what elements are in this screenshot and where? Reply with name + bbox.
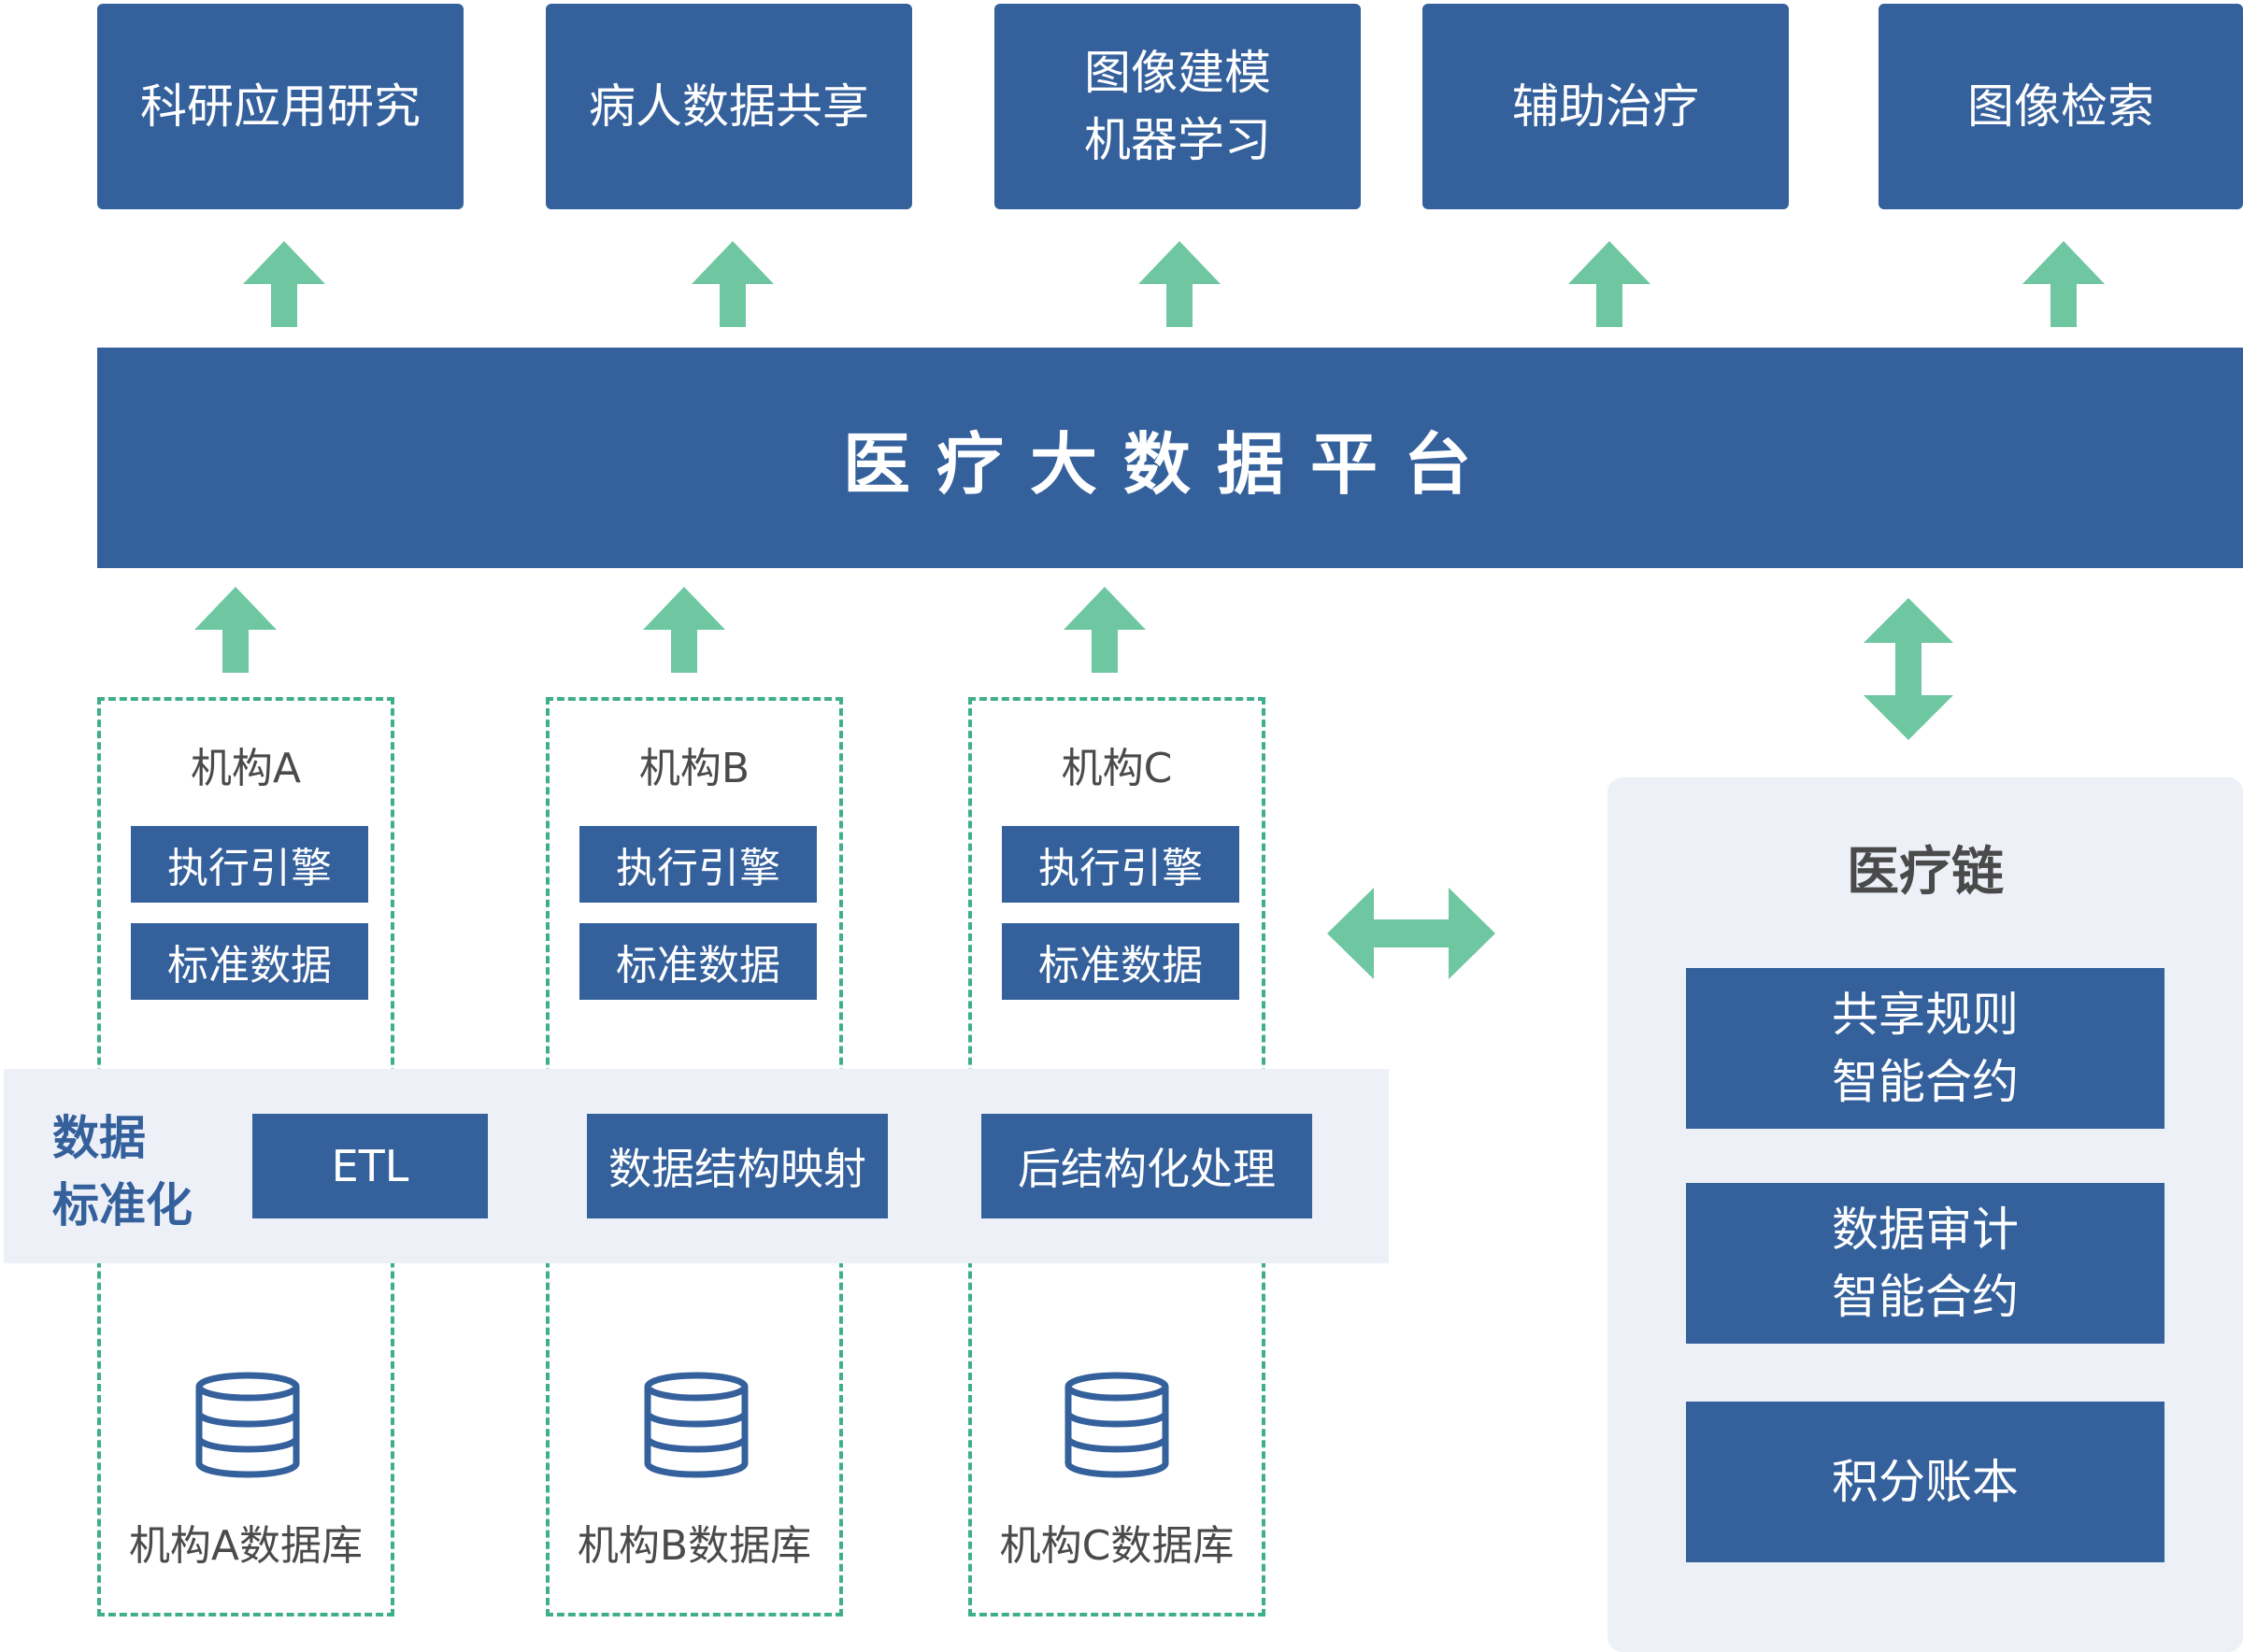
standard-data-c: 标准数据 [1002,923,1239,1000]
arrow-up-icon [1568,241,1650,327]
chain-box-label-line2: 智能合约 [1832,1270,2019,1324]
chain-box-label: 积分账本 [1832,1455,2019,1509]
app-box-label: 图像建模 [1084,46,1271,100]
chain-box-label: 共享规则 [1832,988,2019,1042]
platform-label: 医疗大数据平台 [842,424,1497,504]
chip-label: 执行引擎 [167,845,332,892]
app-box-label: 辅助治疗 [1512,79,1699,134]
data-audit-contract-box: 数据审计 智能合约 [1686,1183,2164,1344]
chain-box-label-line2: 智能合约 [1832,1055,2019,1109]
standardization-label: 数据 标准化 [52,1104,193,1239]
arrow-up-icon [243,241,325,327]
data-structure-mapping-box: 数据结构映射 [587,1114,888,1218]
arrow-up-icon [194,587,277,673]
post-structuring-box: 后结构化处理 [981,1114,1312,1218]
app-box-label: 图像检索 [1967,79,2154,134]
app-box-label: 科研应用研究 [140,79,421,134]
etl-box: ETL [252,1114,488,1218]
mapping-label: 数据结构映射 [608,1144,866,1194]
app-box-image-modeling: 图像建模 机器学习 [994,4,1361,209]
chain-box-label: 数据审计 [1832,1203,2019,1257]
chip-label: 标准数据 [616,942,780,990]
execution-engine-a: 执行引擎 [131,826,368,903]
database-icon [195,1372,300,1478]
database-c-label: 机构C数据库 [999,1522,1235,1570]
database-icon [1064,1372,1169,1478]
arrow-up-icon [1138,241,1221,327]
execution-engine-c: 执行引擎 [1002,826,1239,903]
sharing-rules-contract-box: 共享规则 智能合约 [1686,968,2164,1129]
standard-data-b: 标准数据 [579,923,817,1000]
chip-label: 标准数据 [1038,942,1203,990]
double-arrow-horizontal-icon [1327,888,1495,979]
database-icon [644,1372,749,1478]
app-box-label-line2: 机器学习 [1084,113,1271,167]
standardization-label-line1: 数据 [52,1111,146,1165]
arrow-up-icon [692,241,774,327]
execution-engine-b: 执行引擎 [579,826,817,903]
post-structuring-label: 后结构化处理 [1018,1144,1276,1194]
double-arrow-vertical-icon [1864,598,1953,740]
institution-c-title: 机构C [1061,745,1173,792]
app-box-research: 科研应用研究 [97,4,464,209]
app-box-assisted-treatment: 辅助治疗 [1422,4,1789,209]
database-b-label: 机构B数据库 [577,1522,812,1570]
app-box-label: 病人数据共享 [589,79,869,134]
app-box-patient-sharing: 病人数据共享 [546,4,912,209]
arrow-up-icon [643,587,725,673]
standardization-label-line2: 标准化 [52,1178,193,1232]
database-a-label: 机构A数据库 [128,1522,364,1570]
chip-label: 标准数据 [167,942,332,990]
points-ledger-box: 积分账本 [1686,1402,2164,1562]
arrow-up-icon [2022,241,2105,327]
medical-chain-title: 医疗链 [1847,842,2004,903]
chip-label: 执行引擎 [616,845,780,892]
institution-b-title: 机构B [638,745,750,792]
chip-label: 执行引擎 [1038,845,1203,892]
etl-label: ETL [331,1141,409,1191]
medical-big-data-platform: 医疗大数据平台 [97,348,2243,568]
institution-a-title: 机构A [190,745,302,792]
standard-data-a: 标准数据 [131,923,368,1000]
arrow-up-icon [1064,587,1146,673]
app-box-image-retrieval: 图像检索 [1879,4,2243,209]
